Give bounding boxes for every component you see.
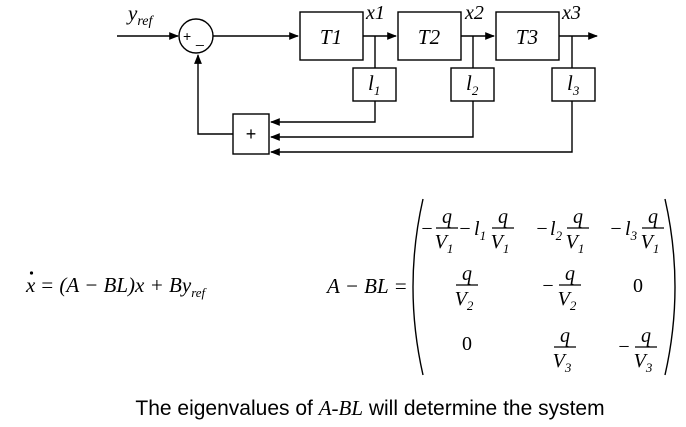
- m33-frac-numerator: q: [641, 325, 651, 347]
- m13-gain-l3: l3: [625, 218, 638, 243]
- matrix-lhs: A − BL =: [325, 274, 408, 298]
- diagram-labels: yref + _ T1 T2 T3 x1 x2 x3 l1 l2 l3 +: [126, 1, 581, 144]
- m23-zero: 0: [633, 275, 643, 297]
- m13-frac-denominator: V1: [641, 231, 660, 256]
- block-t2-label: T2: [418, 25, 441, 49]
- m12-minus: −: [536, 218, 547, 240]
- m12-frac-numerator: q: [573, 206, 583, 228]
- m31-zero: 0: [462, 333, 472, 355]
- adder-label: +: [246, 124, 257, 144]
- m11-minus-2: −: [459, 218, 470, 240]
- block-t3-label: T3: [516, 25, 538, 49]
- caption: The eigenvalues of A-BL will determine t…: [0, 396, 686, 421]
- block-diagram: [117, 11, 598, 156]
- gain-label-l3: l3: [567, 71, 580, 98]
- output-label-x3: x3: [561, 2, 581, 24]
- gain-label-l2: l2: [466, 71, 479, 98]
- m22-frac-denominator: V2: [558, 288, 577, 313]
- m11-frac-b-numerator: q: [498, 206, 508, 228]
- m11-frac-b-denominator: V1: [491, 231, 510, 256]
- caption-emph: A-BL: [318, 396, 364, 420]
- state-equation: x = (A − BL)x + Byref: [25, 271, 208, 300]
- feedback-l3: [270, 101, 573, 156]
- m11-minus: −: [421, 218, 432, 240]
- block-t1-label: T1: [320, 25, 342, 49]
- m12-frac-denominator: V1: [566, 231, 585, 256]
- feedback-l2: [270, 101, 474, 141]
- m33-minus: −: [618, 336, 629, 358]
- m33-frac-denominator: V3: [634, 350, 653, 375]
- state-eq-dot: [29, 271, 34, 275]
- feedback-to-sum: [194, 54, 233, 135]
- gain-label-l1: l1: [368, 71, 380, 98]
- m32-frac-denominator: V3: [553, 350, 572, 375]
- m22-minus: −: [542, 275, 553, 297]
- m22-frac-numerator: q: [565, 263, 575, 285]
- sum-minus-sign: _: [195, 30, 204, 46]
- matrix-right-paren: [664, 198, 676, 376]
- m11-frac-a-denominator: V1: [435, 231, 454, 256]
- matrix-left-paren: [412, 198, 424, 376]
- caption-suffix: will determine the system: [363, 397, 605, 420]
- output-label-x1: x1: [365, 2, 385, 24]
- m13-frac-numerator: q: [648, 206, 658, 228]
- m21-frac-denominator: V2: [455, 288, 474, 313]
- caption-prefix: The eigenvalues of: [135, 397, 319, 420]
- output-label-x2: x2: [464, 2, 484, 24]
- m11-gain-l1: l1: [474, 218, 486, 243]
- state-eq-rhs: = (A − BL)x + Byref: [40, 273, 208, 300]
- m32-frac-numerator: q: [560, 325, 570, 347]
- input-label: yref: [126, 1, 154, 29]
- matrix-equation: A − BL = −qV1−l1qV1−l2qV1−l3qV1qV2−qV200…: [325, 198, 676, 376]
- m21-frac-numerator: q: [462, 263, 472, 285]
- m13-minus: −: [610, 218, 621, 240]
- state-eq-xdot: x: [25, 273, 36, 297]
- sum-plus-sign: +: [183, 28, 191, 44]
- gain-block-l3: [551, 67, 596, 102]
- feedback-l1: [270, 101, 376, 126]
- m12-gain-l2: l2: [550, 218, 563, 243]
- m11-frac-a-numerator: q: [442, 206, 452, 228]
